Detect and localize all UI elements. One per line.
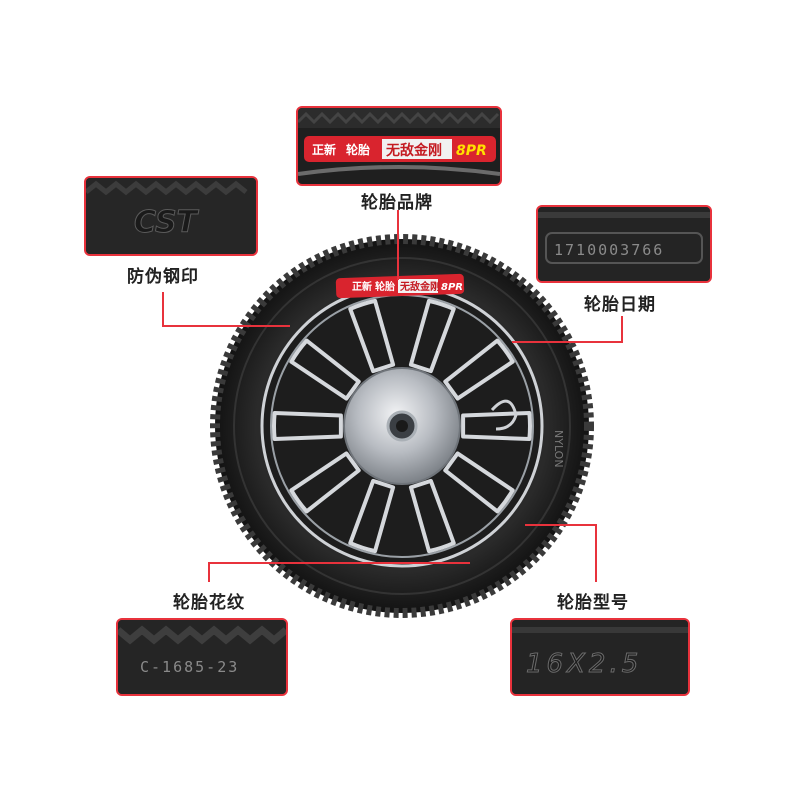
sidewall-ply-text: 8PR xyxy=(441,282,463,293)
size-leader-line-h xyxy=(525,524,597,526)
date-leader-line-h xyxy=(512,341,623,343)
date-callout-label: 轮胎日期 xyxy=(584,295,656,314)
stamp-callout-emboss-text: CST xyxy=(134,205,200,240)
brand-callout-label: 轮胎品牌 xyxy=(361,193,433,212)
stamp-callout-label: 防伪钢印 xyxy=(127,267,199,286)
rim-spoke-opening xyxy=(408,478,456,554)
rim-spoke-opening xyxy=(272,410,343,442)
date-leader-line-v xyxy=(621,316,623,343)
rim-spoke-opening xyxy=(289,451,361,514)
tread-leader-line-h xyxy=(208,562,470,564)
tread-callout-image: C-1685-23 xyxy=(116,618,288,696)
sidewall-nylon-text: NYLON xyxy=(552,430,565,468)
rim-spoke-opening xyxy=(443,338,515,401)
rim-spoke-opening xyxy=(408,298,456,374)
rim-spoke-opening xyxy=(289,338,361,401)
rim-spoke-opening xyxy=(348,478,396,554)
sidewall-brand-badge: 正新 轮胎 无敌金刚 8PR xyxy=(335,273,465,299)
date-callout-image: 1710003766 xyxy=(536,205,712,283)
brand-callout-ply-text: 8PR xyxy=(456,143,487,159)
brand-callout-series-text: 无敌金刚 xyxy=(385,142,442,159)
date-callout-code-text: 1710003766 xyxy=(554,241,664,259)
rim-spokes xyxy=(272,298,532,554)
size-leader-line-v xyxy=(595,524,597,582)
sidewall-series-text: 无敌金刚 xyxy=(399,280,440,293)
size-callout-label: 轮胎型号 xyxy=(557,593,629,612)
tread-leader-line-v xyxy=(208,562,210,582)
sidewall-brand-text: 正新 xyxy=(352,280,372,293)
rim xyxy=(260,284,544,568)
sidewall-tire-text: 轮胎 xyxy=(375,280,395,293)
tread-callout-code-text: C-1685-23 xyxy=(140,658,239,676)
valve-stem xyxy=(490,399,518,431)
rim-spoke-opening xyxy=(443,451,515,514)
size-callout-image: 16X2.5 xyxy=(510,618,690,696)
stamp-callout-image: CST xyxy=(84,176,258,256)
brand-callout-tire-text: 轮胎 xyxy=(346,142,370,157)
stamp-leader-line-v xyxy=(162,292,164,327)
brand-leader-line xyxy=(397,210,399,280)
rim-spoke-opening xyxy=(348,298,396,374)
tread-callout-label: 轮胎花纹 xyxy=(173,593,245,612)
stamp-leader-line-h xyxy=(162,325,290,327)
rim-spoke-opening xyxy=(461,410,532,442)
brand-callout-image: 正新 轮胎 无敌金刚 8PR xyxy=(296,106,502,186)
size-callout-code-text: 16X2.5 xyxy=(526,649,642,679)
brand-callout-brand-text: 正新 xyxy=(312,142,336,157)
